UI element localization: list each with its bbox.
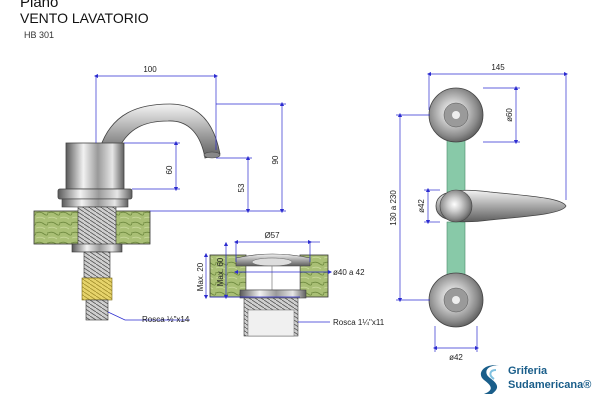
faucet-base	[57, 188, 133, 200]
faucet-body	[65, 142, 125, 190]
dim-dia-42-bottom: ø42	[449, 353, 463, 362]
dim-height-90: 90	[271, 155, 280, 164]
dim-height-53: 53	[237, 183, 246, 192]
product-title: VENTO LAVATORIO	[20, 10, 149, 26]
dim-drain-40-42: ø40 a 42	[333, 268, 365, 277]
product-code: HB 301	[24, 30, 55, 40]
dim-width-145: 145	[491, 63, 505, 72]
dim-dia-42-mid: ø42	[417, 199, 426, 213]
dim-thread-valve: Rosca ½"x14	[142, 315, 190, 324]
dim-range-130-230: 130 a 230	[389, 190, 398, 226]
drawing-label: Plano	[20, 0, 59, 11]
dim-height-60: 60	[165, 165, 174, 174]
flex-hose	[85, 299, 109, 321]
dim-spout-reach: 100	[143, 65, 157, 74]
dimensions-side	[93, 73, 286, 321]
faucet-top-view	[428, 87, 567, 328]
brand-name-line1: Griferia	[508, 365, 548, 377]
dim-max-60: Max. 60	[216, 257, 225, 286]
faucet-side-view	[33, 103, 221, 321]
supply-pipe-top	[446, 139, 466, 193]
threaded-stem	[83, 251, 111, 279]
dim-dia-60: ø60	[505, 108, 514, 122]
dim-drain-57: Ø57	[264, 231, 280, 240]
brand-name-line2: Sudamericana®	[508, 379, 592, 391]
dim-max-20: Max. 20	[196, 262, 205, 291]
brand-logo-icon	[480, 365, 500, 394]
aerator	[203, 151, 221, 159]
dimensions-top	[396, 71, 569, 352]
brass-connector	[81, 277, 113, 301]
dim-thread-drain: Rosca 1¼"x11	[333, 318, 385, 327]
drain-section	[209, 253, 329, 337]
dimensions-drain	[203, 239, 333, 323]
